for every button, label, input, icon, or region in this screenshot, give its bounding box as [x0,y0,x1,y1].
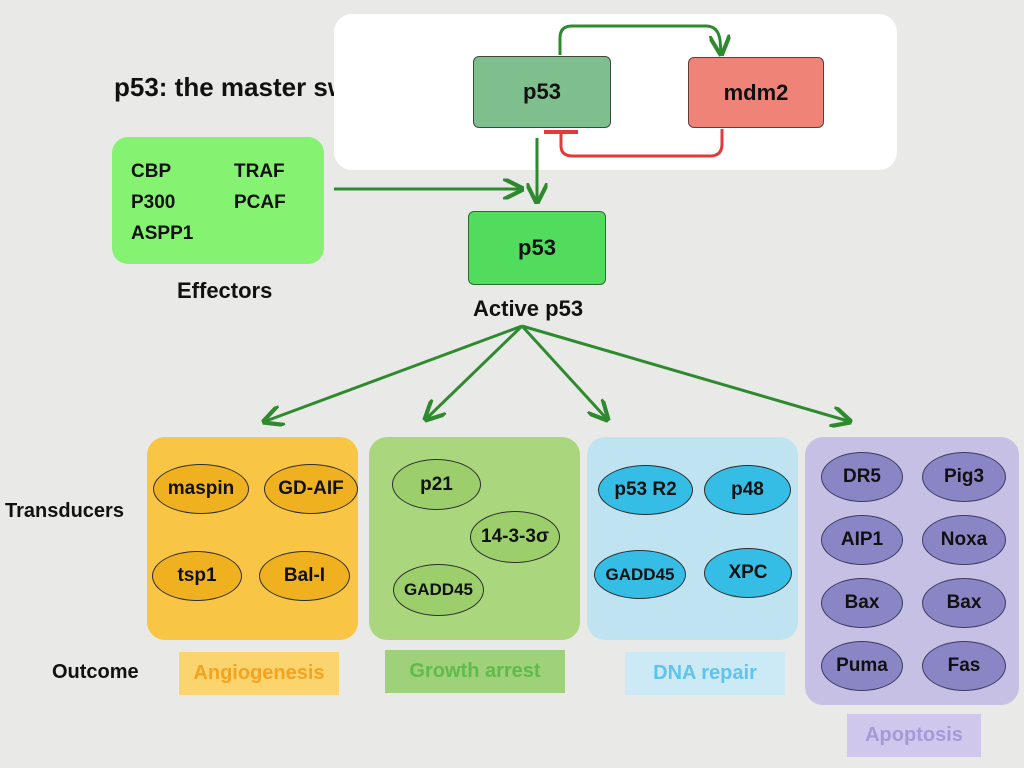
transducer-node: 14-3-3σ [470,511,560,563]
effectors-box: CBP TRAF P300 PCAF ASPP1 [112,137,324,264]
transducer-node: Puma [821,641,903,691]
effectors-label: Effectors [177,278,273,303]
mdm2-node: mdm2 [688,57,824,128]
transducer-node: AIP1 [821,515,903,565]
transducer-node: maspin [153,464,249,514]
fanout-arrow-dna-repair [520,324,606,418]
fanout-arrow-angiogenesis [266,324,523,421]
outcome-dna-repair: DNA repair [625,652,785,695]
p53-inactive-node: p53 [473,56,611,128]
transducer-node: Pig3 [922,452,1006,502]
transducer-node: Bax [821,578,903,628]
transducer-node: tsp1 [152,551,242,601]
transducer-node: DR5 [821,452,903,502]
transducer-node: XPC [704,548,792,598]
p53-active-node: p53 [468,211,606,285]
mdm2-inhibits-p53 [559,129,724,158]
outcome-apoptosis: Apoptosis [847,714,981,757]
effector-item: ASPP1 [131,223,194,244]
p53-to-mdm2-arrow [558,24,721,55]
effector-item: CBP [131,161,172,182]
transducers-label: Transducers [5,500,124,522]
outcome-angiogenesis: Angiogenesis [179,652,339,695]
effector-item: P300 [131,192,176,213]
active-p53-label: Active p53 [473,296,584,321]
transducer-node: Fas [922,641,1006,691]
transducer-node: GADD45 [594,550,686,599]
outcome-label: Outcome [52,661,139,683]
effector-item: PCAF [234,192,286,213]
transducer-node: Bax [922,578,1006,628]
effector-item: TRAF [234,161,285,182]
outcome-growth-arrest: Growth arrest [385,650,565,693]
fanout-arrow-apoptosis [521,324,848,421]
transducer-node: Noxa [922,515,1006,565]
transducer-node: GADD45 [393,564,484,616]
transducer-node: p21 [392,459,481,510]
transducer-node: GD-AIF [264,464,358,514]
fanout-arrow-growth [427,324,524,418]
transducer-node: Bal-I [259,551,350,601]
transducer-node: p48 [704,465,791,515]
transducer-node: p53 R2 [598,465,693,515]
